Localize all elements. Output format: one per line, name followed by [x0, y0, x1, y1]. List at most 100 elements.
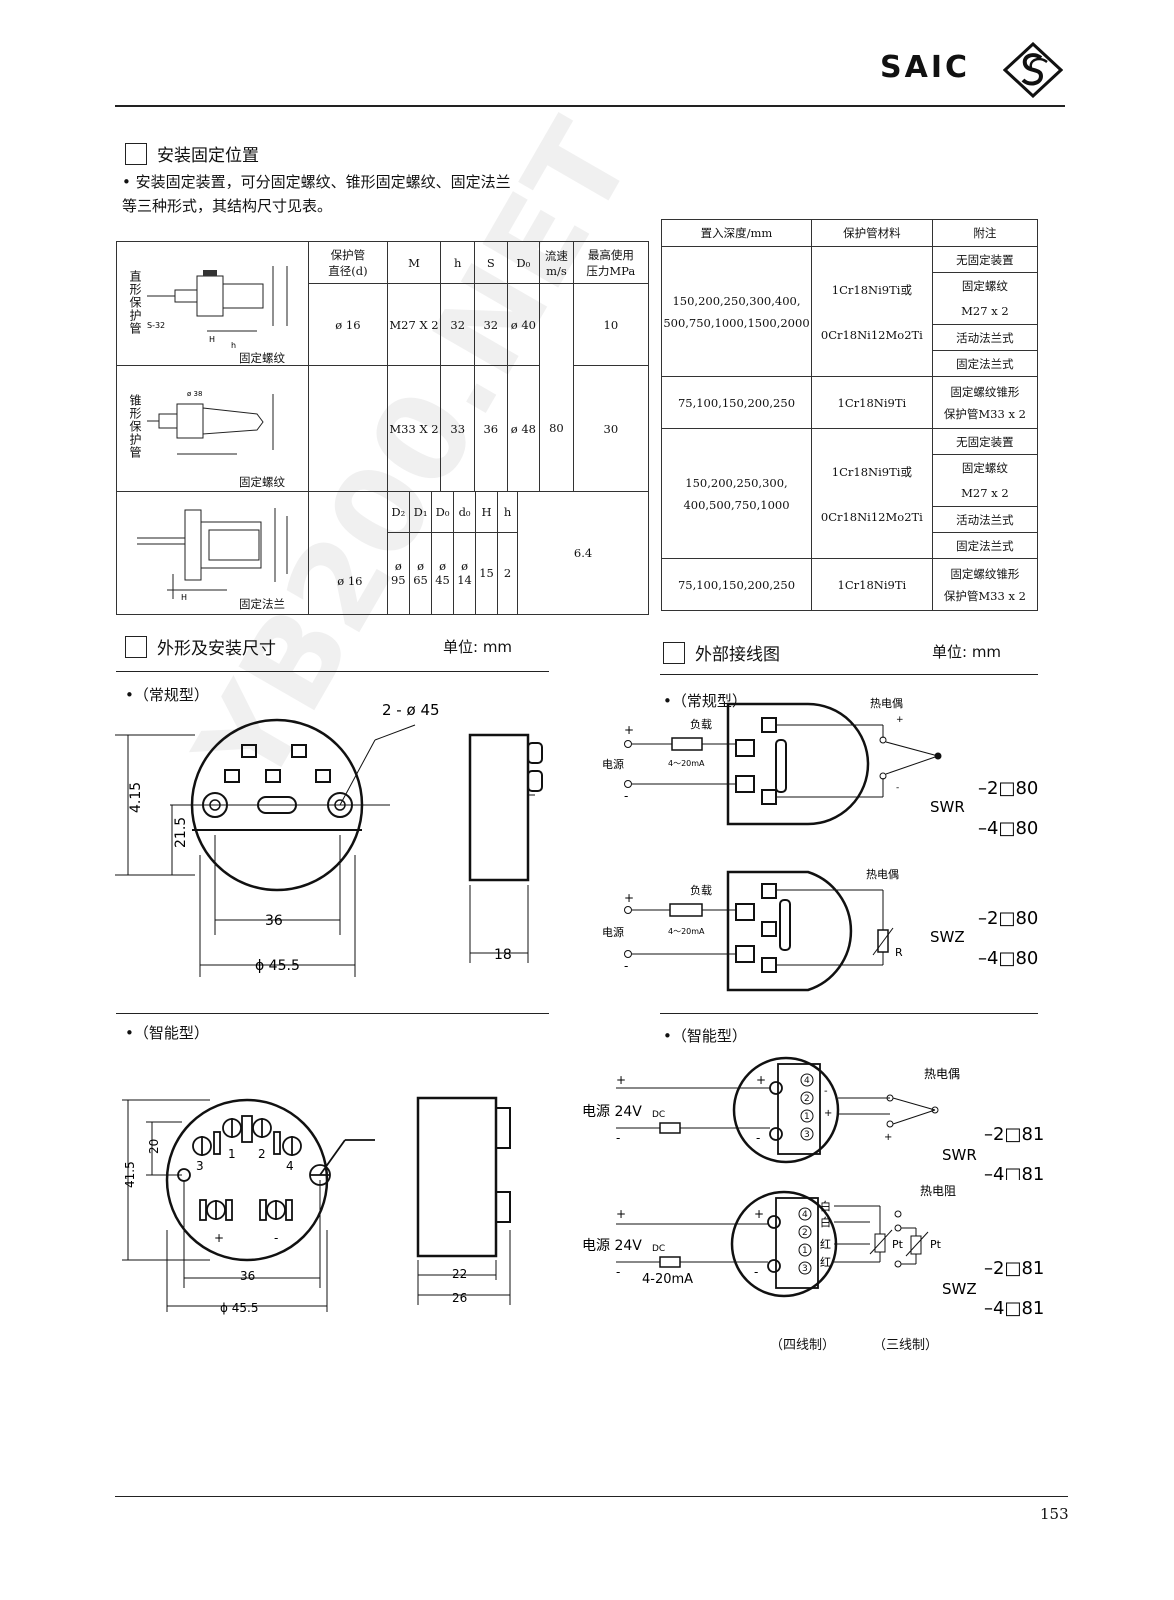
svg-text:3: 3: [802, 1264, 808, 1274]
straight-caption: 固定螺纹: [239, 351, 285, 365]
power-label: 电源: [602, 757, 624, 771]
svg-text:H: H: [209, 335, 215, 344]
header-depth: 置入深度/mm: [661, 219, 812, 247]
g1-depth: 150,200,250,300,400,500,750,1000,1500,20…: [661, 246, 812, 377]
svg-text:2: 2: [258, 1147, 266, 1161]
row2-D0: ø 48: [506, 365, 541, 492]
svg-text:+: +: [896, 715, 904, 725]
svg-text:+: +: [884, 1132, 892, 1143]
wiring-smart-swz-diagram: 4 2 1 3 + - + - 电源 24V DC 4-20mA 白 白 红 红…: [582, 1184, 1044, 1319]
row2-d: [308, 365, 388, 492]
dims-normal-label: •（常规型）: [125, 686, 209, 704]
dim-depth-1: 22: [452, 1267, 467, 1281]
swz-smart-model-2: –4□81: [984, 1298, 1044, 1319]
dims-smart-label: •（智能型）: [125, 1024, 209, 1042]
section-wiring-heading: 外部接线图: [663, 640, 780, 665]
svg-text:+: +: [624, 723, 634, 737]
smart-type-dimension-drawing: 3 1 2 4 + - 41.5 20 36 ϕ 45.5 22 26: [122, 1096, 511, 1315]
svg-text:4: 4: [286, 1159, 294, 1173]
page-number: 153: [1040, 1505, 1069, 1523]
svg-text:+: +: [754, 1207, 764, 1221]
holes-label: 2 - ø 45: [382, 701, 440, 719]
header-M: M: [386, 241, 442, 284]
svg-text:3: 3: [804, 1130, 810, 1140]
row1-v: [539, 283, 574, 366]
section-dims-title: 外形及安装尺寸: [157, 639, 276, 659]
flange-drawing: H: [137, 508, 288, 602]
g2-depth: 75,100,150,200,250: [661, 376, 812, 429]
dims-rule-2: [116, 1013, 549, 1014]
svg-text:4: 4: [804, 1076, 810, 1086]
svg-text:-: -: [616, 1131, 620, 1145]
row1-M: M27 X 2: [386, 283, 442, 366]
svg-text:DC: DC: [652, 1110, 665, 1120]
power-label: 电源: [602, 925, 624, 939]
g1-note-0: 无固定装置: [931, 246, 1039, 273]
row1-h: 32: [440, 283, 476, 366]
flange-subtable: D₂ D₁ D₀ d₀ H h 6.4 ø 95 ø 65 ø 45 ø 14 …: [387, 492, 648, 614]
g4-material: 1Cr18Ni9Ti: [810, 558, 933, 611]
image-cell: 直形保护管 S-32 H h 固定螺纹: [115, 241, 310, 366]
header-material: 保护管材料: [810, 219, 933, 247]
g3-depth: 150,200,250,300,400,500,750,1000: [661, 428, 812, 559]
cone-tube-label: 锥形保护管: [128, 394, 142, 459]
header-h: h: [440, 241, 476, 284]
svg-text:H: H: [181, 593, 187, 602]
section-dims-heading: 外形及安装尺寸: [125, 634, 276, 659]
dim-depth: 18: [494, 947, 512, 963]
section-wiring-title: 外部接线图: [695, 645, 780, 665]
svg-text:-: -: [624, 789, 628, 803]
row2-M: M33 X 2: [386, 365, 442, 492]
svg-text:+: +: [824, 1108, 832, 1119]
normal-type-dimension-drawing: 2 - ø 45 4.15 21.5 36 ϕ 45.5 18: [115, 701, 543, 977]
load-label: 负载: [690, 717, 712, 731]
swr-smart-model-1: –2□81: [984, 1124, 1044, 1145]
svg-text:+: +: [214, 1231, 224, 1245]
g1-note-2: M27 x 2: [931, 298, 1039, 325]
dim-diameter: ϕ 45.5: [220, 1301, 258, 1315]
swr-model-1: –2□80: [978, 778, 1038, 799]
straight-tube-label: 直形保护管: [128, 270, 142, 335]
svg-text:白: 白: [820, 1215, 831, 1229]
swz-name: SWZ: [930, 928, 965, 946]
mount-spec-table: 直形保护管 S-32 H h 固定螺纹 保护管直径(d) M h S D₀ 流速…: [115, 241, 650, 615]
dim-mid: 21.5: [173, 817, 189, 848]
caption-three-wire: （三线制）: [873, 1338, 939, 1353]
svg-text:-: -: [754, 1265, 758, 1279]
swz-model-1: –2□80: [978, 908, 1038, 929]
mount-bullet: • 安装固定装置，可分固定螺纹、锥形固定螺纹、固定法兰: [122, 173, 511, 191]
brand-name: SAIC: [880, 50, 971, 85]
current-label: 4～20mA: [668, 927, 705, 936]
g3-note-4: 固定法兰式: [931, 532, 1039, 559]
footer-rule: [115, 1496, 1068, 1497]
saic-s-logo-icon: [1003, 42, 1063, 98]
g3-note-1: 固定螺纹: [931, 454, 1039, 481]
wiring-normal-swr-diagram: + - 负载 电源 4～20mA + - 热电偶 –2□80 SWR –4□80: [602, 697, 1038, 839]
dims-rule: [116, 671, 549, 672]
g2-material: 1Cr18Ni9Ti: [810, 376, 933, 429]
header-pressure: 最高使用压力MPa: [572, 241, 650, 284]
sensor-label: 热电阻: [920, 1184, 956, 1198]
sensor-label: 热电偶: [870, 697, 903, 710]
svg-text:-: -: [824, 1086, 828, 1097]
row2-S: 36: [474, 365, 508, 492]
checkbox-icon: [125, 635, 147, 658]
row1-S: 32: [474, 283, 508, 366]
dims-unit: 单位: mm: [443, 638, 513, 656]
row1-p: 10: [572, 283, 650, 366]
sensor-label: 热电偶: [924, 1067, 960, 1081]
straight-tube-drawing: S-32 H h: [147, 266, 288, 350]
caption-four-wire: （四线制）: [770, 1338, 836, 1353]
mount-description: • 安装固定装置，可分固定螺纹、锥形固定螺纹、固定法兰 等三种形式，其结构尺寸见…: [122, 170, 511, 218]
g3-note-2: M27 x 2: [931, 480, 1039, 507]
svg-text:Pt: Pt: [892, 1238, 904, 1251]
checkbox-icon: [125, 142, 147, 165]
header-S: S: [474, 241, 508, 284]
insertion-depth-table: 置入深度/mm 保护管材料 附注 150,200,250,300,400,500…: [661, 219, 1039, 611]
wiring-normal-label: •（常规型）: [663, 692, 747, 710]
section-mount-title: 安装固定位置: [157, 146, 259, 166]
svg-text:Pt: Pt: [930, 1238, 942, 1251]
svg-text:+: +: [616, 1073, 626, 1087]
row3-p: 6.4: [517, 492, 648, 614]
sensor-label: 热电偶: [866, 868, 899, 881]
